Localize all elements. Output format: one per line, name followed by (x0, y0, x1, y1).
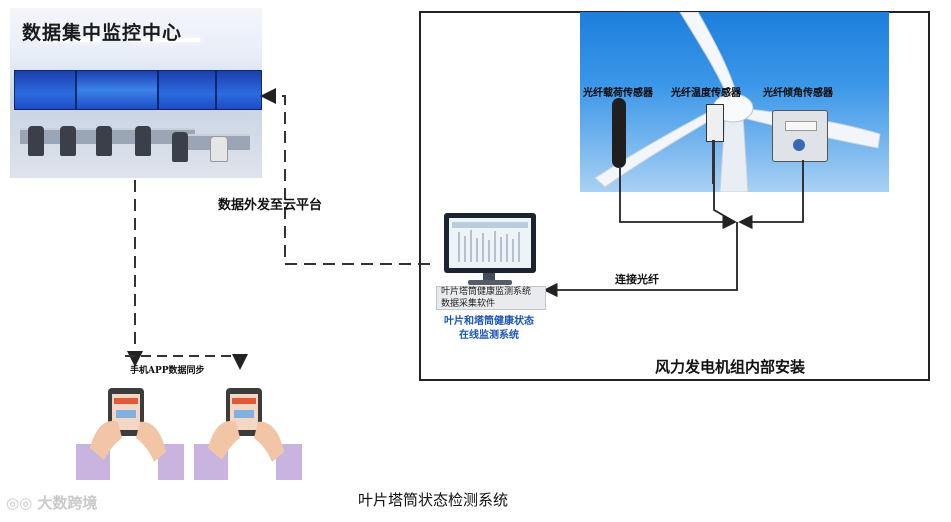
system-name-line1: 叶片和塔筒健康状态 (422, 315, 556, 329)
keyboard-text-line2: 数据采集软件 (441, 296, 495, 309)
system-name-line2: 在线监测系统 (422, 329, 556, 343)
watermark-logo-icon: ◎◎ (6, 494, 37, 512)
phone-hands-icon (188, 382, 303, 480)
system-name: 叶片和塔筒健康状态 在线监测系统 (422, 315, 556, 343)
diagram-caption: 叶片塔筒状态检测系统 (358, 489, 508, 510)
phone-hands-icon (70, 382, 185, 480)
screen-waveform (449, 218, 531, 268)
monitor-screen (449, 218, 531, 268)
app-sync-label: 手机APP数据同步 (130, 363, 205, 376)
cloud-upload-label: 数据外发至云平台 (218, 194, 322, 213)
watermark-text: 大数跨境 (37, 494, 97, 512)
turbine-install-label: 风力发电机组内部安装 (655, 356, 805, 377)
fiber-connection-label: 连接光纤 (615, 271, 659, 287)
watermark: ◎◎ 大数跨境 (6, 492, 97, 513)
